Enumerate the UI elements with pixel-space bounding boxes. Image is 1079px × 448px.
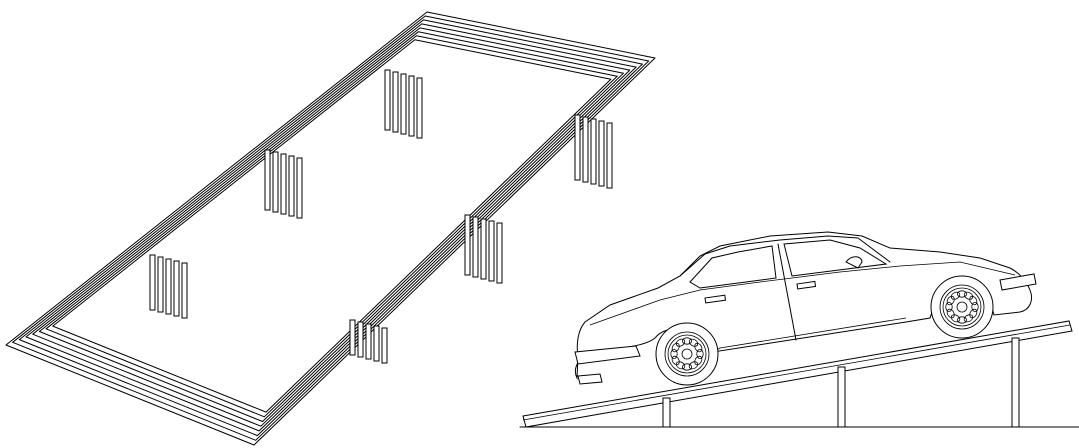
frame-post: [582, 116, 589, 183]
frame-ring: [18, 19, 643, 437]
wheel-vent: [969, 308, 978, 319]
frame-ring: [5, 11, 656, 446]
frame-post: [472, 216, 479, 278]
frame-post: [157, 256, 164, 313]
ramp-post: [662, 397, 671, 428]
frame-post: [384, 69, 391, 131]
exhaust-pipe: [577, 373, 603, 385]
wheel-vent: [670, 349, 678, 360]
frame-post: [173, 260, 180, 317]
wheel: [655, 322, 719, 386]
frame-ring: [52, 39, 612, 413]
hub: [681, 348, 693, 360]
frame-post: [464, 214, 471, 276]
rear-bumper: [574, 345, 641, 365]
frame-post: [381, 327, 388, 364]
frame-post: [357, 321, 364, 358]
front-bumper: [999, 273, 1037, 291]
side-mirror: [845, 256, 863, 269]
frame-post: [365, 323, 372, 360]
hub: [956, 301, 968, 313]
rim-inner: [667, 334, 707, 374]
wheel-vent: [671, 342, 680, 353]
frame-post: [288, 155, 295, 217]
wheel-vent: [969, 295, 978, 306]
frame-post: [574, 114, 581, 181]
wheel-vent: [956, 290, 967, 298]
wheel-vent: [957, 316, 968, 324]
wheel-vent: [675, 361, 686, 370]
frame-post: [480, 218, 487, 280]
frame-outline-rings: [5, 11, 656, 446]
frame-post: [373, 325, 380, 362]
frame-post: [496, 222, 503, 284]
ramp-post: [837, 366, 846, 428]
car-wheels: [655, 275, 994, 386]
ramp-support-posts: [662, 337, 1020, 428]
wheel-vent: [971, 301, 979, 312]
frame-ring: [25, 23, 637, 432]
frame-post: [416, 77, 423, 139]
front-window: [783, 239, 888, 277]
wheel-vent: [688, 338, 699, 347]
rim: [939, 284, 985, 330]
frame-support-posts: [149, 69, 613, 364]
frame-post: [400, 73, 407, 135]
wheel-vent: [681, 337, 692, 345]
rim: [664, 331, 710, 377]
frame-post: [272, 151, 279, 213]
wheel-vent: [694, 355, 703, 366]
wheel-vent: [688, 361, 699, 370]
ramp-frame-drawing: [5, 11, 656, 446]
frame-post: [606, 122, 613, 189]
frame-post: [181, 262, 188, 319]
rim-inner: [942, 287, 982, 327]
rear-door-handle: [704, 294, 727, 304]
wheel-vent: [945, 302, 953, 313]
frame-ring: [12, 15, 650, 441]
car-on-ramp-drawing: [519, 231, 1079, 428]
wheel: [930, 275, 994, 339]
wheel-vent: [963, 291, 974, 300]
frame-post: [392, 71, 399, 133]
frame-post: [590, 118, 597, 185]
wheel-vent: [671, 355, 680, 366]
wheel-vent: [696, 348, 704, 359]
frame-post: [264, 149, 271, 211]
wheel-vent: [963, 314, 974, 323]
wheel-vent: [682, 363, 693, 371]
ramp-post: [1011, 337, 1020, 428]
wheel-vent: [946, 295, 955, 306]
ramp-deck: [522, 320, 1073, 428]
wheel-vent: [946, 308, 955, 319]
frame-post: [280, 153, 287, 215]
frame-ring: [38, 31, 624, 422]
rear-window: [689, 245, 777, 289]
frame-post: [598, 120, 605, 187]
frame-post: [408, 75, 415, 137]
frame-ring: [45, 35, 618, 418]
frame-ring: [32, 27, 631, 427]
frame-post: [349, 319, 356, 356]
wheel-vent: [675, 338, 686, 347]
frame-post: [296, 157, 303, 219]
car-body: [574, 231, 1037, 385]
wheel-vent: [694, 342, 703, 353]
frame-post: [149, 254, 156, 311]
front-door-handle: [796, 280, 817, 290]
frame-post: [488, 220, 495, 282]
frame-post: [165, 258, 172, 315]
wheel-vent: [950, 314, 961, 323]
wheel-vent: [950, 291, 961, 300]
